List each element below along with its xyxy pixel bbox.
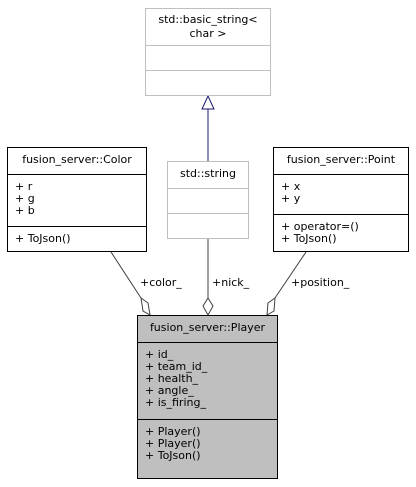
attributes-section: + id_ + team_id_ + health_ + angle_ + is…	[138, 342, 277, 419]
class-basic-string[interactable]: std::basic_string< char >	[145, 8, 271, 96]
attribute-y: + y	[281, 192, 301, 205]
inheritance-arrowhead	[201, 94, 215, 110]
nick-composition-diamond	[202, 297, 214, 317]
method-tojson: + ToJson()	[145, 449, 201, 462]
method-player-ctor: + Player()	[145, 425, 201, 438]
attribute-id: + id_	[145, 348, 174, 361]
attribute-is-firing: + is_firing_	[145, 396, 206, 409]
attribute-health: + health_	[145, 372, 199, 385]
class-color[interactable]: fusion_server::Color + r + g + b + ToJso…	[7, 147, 147, 252]
edge-label-color: +color_	[140, 276, 182, 289]
color-composition-diamond	[140, 296, 151, 316]
attributes-section: + x + y	[274, 174, 408, 214]
attributes-section: + r + g + b	[8, 174, 146, 226]
attributes-section	[146, 45, 270, 70]
class-title-line: std::basic_string<	[158, 13, 258, 26]
method-tojson: + ToJson()	[281, 232, 337, 245]
methods-section: + operator=() + ToJson()	[274, 214, 408, 251]
method-player-ctor: + Player()	[145, 437, 201, 450]
attribute-g: + g	[15, 192, 35, 205]
color-composition-edge	[110, 251, 142, 299]
class-title: fusion_server::Player	[149, 321, 266, 334]
methods-section: + ToJson()	[8, 226, 146, 251]
methods-section	[146, 70, 270, 95]
position-composition-diamond	[266, 296, 276, 316]
method-tojson: + ToJson()	[15, 232, 71, 245]
attribute-b: + b	[15, 204, 35, 217]
attribute-angle: + angle_	[145, 384, 194, 397]
position-composition-edge	[274, 251, 307, 299]
attribute-r: + r	[15, 180, 33, 193]
class-point[interactable]: fusion_server::Point + x + y + operator=…	[273, 147, 409, 252]
attribute-x: + x	[281, 180, 301, 193]
methods-section: + Player() + Player() + ToJson()	[138, 419, 277, 478]
attributes-section	[168, 188, 248, 213]
attribute-team-id: + team_id_	[145, 360, 208, 373]
class-std-string[interactable]: std::string	[167, 161, 249, 239]
edge-label-position: +position_	[291, 276, 350, 289]
method-operator-assign: + operator=()	[281, 220, 359, 233]
class-title: fusion_server::Point	[286, 153, 396, 166]
methods-section	[168, 213, 248, 238]
class-title: fusion_server::Color	[22, 153, 132, 166]
class-player[interactable]: fusion_server::Player + id_ + team_id_ +…	[137, 315, 278, 479]
class-title-line: char >	[189, 27, 227, 40]
class-title: std::string	[179, 167, 236, 180]
edge-label-nick: +nick_	[212, 276, 250, 289]
